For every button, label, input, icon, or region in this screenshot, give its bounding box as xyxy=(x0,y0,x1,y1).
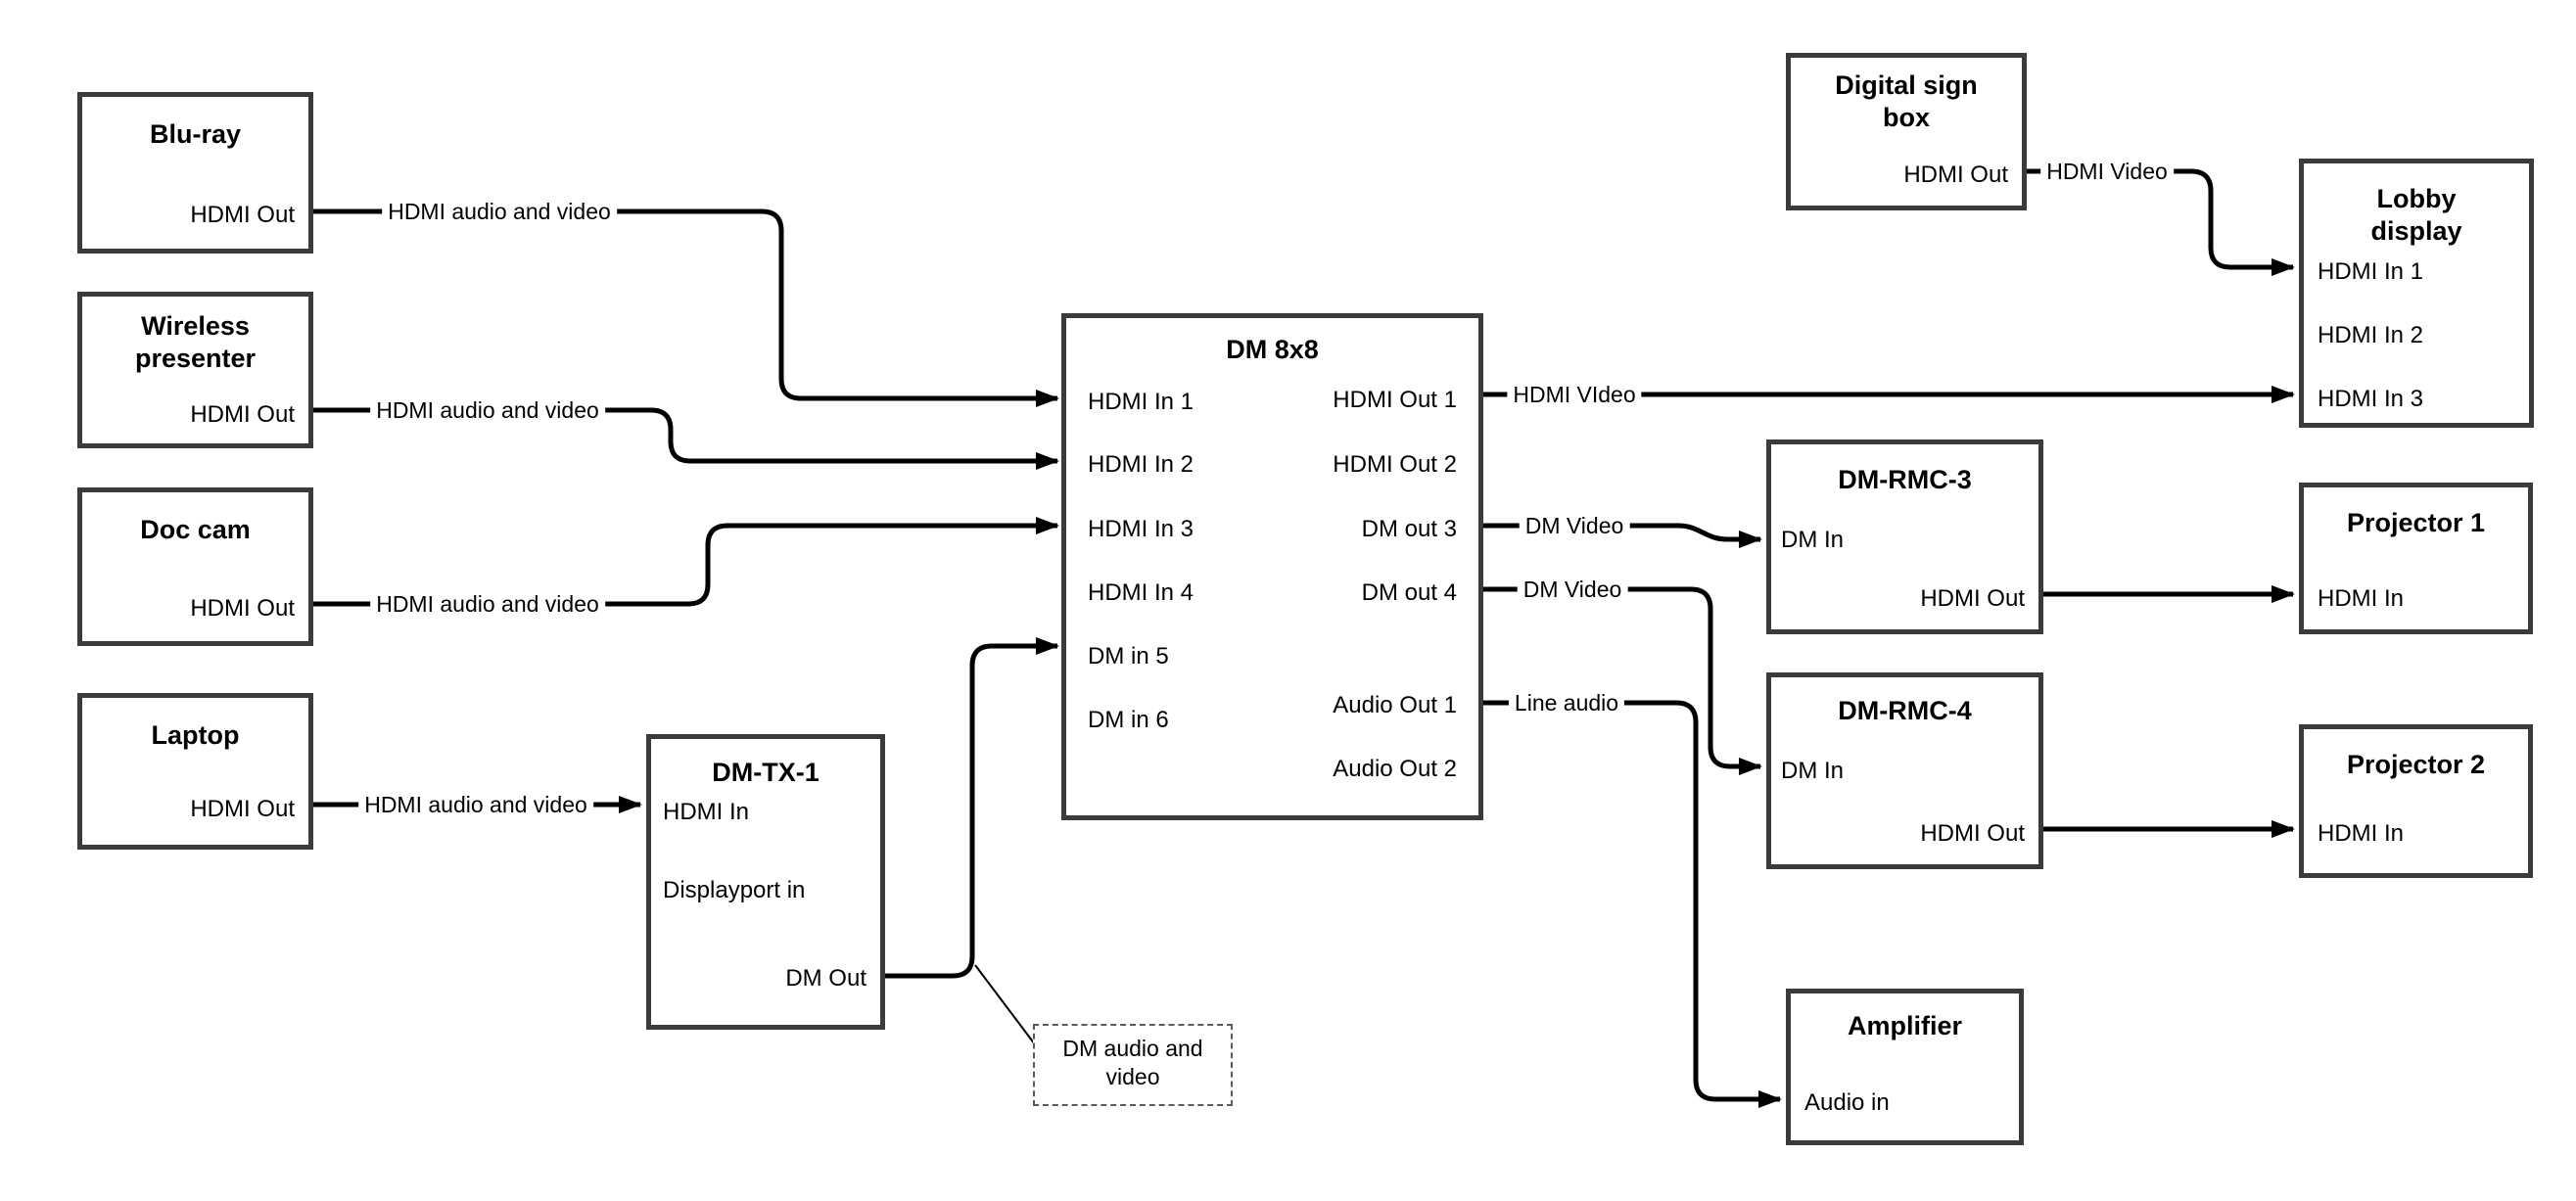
connector-dm8x8-out3-to-rmc3 xyxy=(1483,523,1762,548)
port-hdmi-out: HDMI Out xyxy=(190,401,295,428)
device-box-projector-2: Projector 2 HDMI In xyxy=(2299,724,2533,878)
connector-sign-to-lobby-in1 xyxy=(2027,168,2295,276)
box-title: Lobby display xyxy=(2370,184,2462,246)
device-box-amplifier: Amplifier Audio in xyxy=(1786,989,2024,1145)
port-hdmi-in-2: HDMI In 2 xyxy=(2318,322,2424,348)
port-dm-in-5: DM in 5 xyxy=(1088,643,1169,670)
port-dm-out-4: DM out 4 xyxy=(1361,579,1457,606)
connection-label-doccam: HDMI audio and video xyxy=(370,590,605,618)
box-title: Doc cam xyxy=(140,515,251,544)
box-title: Wireless presenter xyxy=(134,311,257,373)
connector-doccam-to-dm8x8-in3 xyxy=(313,517,1059,607)
connection-label-wireless: HDMI audio and video xyxy=(370,396,605,424)
box-title: DM-RMC-3 xyxy=(1838,465,1972,494)
connection-label-dm-video-3: DM Video xyxy=(1519,512,1630,539)
port-hdmi-out: HDMI Out xyxy=(1920,820,2025,847)
connection-label-laptop: HDMI audio and video xyxy=(358,791,593,818)
port-hdmi-in: HDMI In xyxy=(2318,585,2405,612)
port-hdmi-in-2: HDMI In 2 xyxy=(1088,451,1194,478)
port-hdmi-in: HDMI In xyxy=(2318,820,2405,847)
connector-bluray-to-dm8x8-in1 xyxy=(313,208,1059,407)
box-title: DM 8x8 xyxy=(1226,335,1319,364)
connection-label-bluray: HDMI audio and video xyxy=(382,198,617,225)
port-audio-out-1: Audio Out 1 xyxy=(1333,692,1457,718)
port-hdmi-in-1: HDMI In 1 xyxy=(1088,389,1194,415)
box-title: Digital sign box xyxy=(1835,70,1978,132)
port-hdmi-out: HDMI Out xyxy=(190,796,295,822)
box-title: DM-RMC-4 xyxy=(1838,696,1972,725)
connection-label-hdmi-video-long: HDMI VIdeo xyxy=(1507,381,1642,408)
port-dm-in: DM In xyxy=(1781,527,1845,553)
box-title: DM-TX-1 xyxy=(712,758,820,787)
port-hdmi-in-1: HDMI In 1 xyxy=(2318,258,2424,285)
connector-dmtx1-to-dm8x8-in5 xyxy=(885,637,1059,979)
port-hdmi-in-3: HDMI In 3 xyxy=(1088,516,1194,542)
port-hdmi-out-2: HDMI Out 2 xyxy=(1333,451,1457,478)
port-displayport-in: Displayport in xyxy=(663,877,806,903)
connector-wireless-to-dm8x8-in2 xyxy=(313,407,1059,470)
port-dm-out: DM Out xyxy=(785,965,866,992)
port-hdmi-out: HDMI Out xyxy=(190,202,295,228)
port-hdmi-out: HDMI Out xyxy=(190,595,295,622)
device-box-projector-1: Projector 1 HDMI In xyxy=(2299,483,2533,634)
box-title: Projector 2 xyxy=(2346,750,2486,779)
port-dm-out-3: DM out 3 xyxy=(1361,516,1457,542)
box-title: Blu-ray xyxy=(149,119,242,149)
connection-label-dm-video-4: DM Video xyxy=(1517,576,1628,603)
connector-dm8x8-out4-to-rmc4 xyxy=(1483,586,1762,775)
connection-label-sign-video: HDMI Video xyxy=(2040,158,2174,185)
port-hdmi-in: HDMI In xyxy=(663,799,750,825)
port-hdmi-out-1: HDMI Out 1 xyxy=(1333,387,1457,413)
device-box-lobby-display: Lobby display HDMI In 1 HDMI In 2 HDMI I… xyxy=(2299,159,2534,428)
port-dm-in-6: DM in 6 xyxy=(1088,707,1169,733)
port-dm-in: DM In xyxy=(1781,758,1845,784)
port-hdmi-out: HDMI Out xyxy=(1920,585,2025,612)
device-box-wireless-presenter: Wireless presenter HDMI Out xyxy=(77,292,313,448)
port-audio-in: Audio in xyxy=(1804,1089,1890,1116)
device-box-doc-cam: Doc cam HDMI Out xyxy=(77,487,313,646)
box-title: Laptop xyxy=(151,720,240,750)
note-leader-line xyxy=(974,964,1036,1045)
port-hdmi-in-3: HDMI In 3 xyxy=(2318,386,2424,412)
port-hdmi-in-4: HDMI In 4 xyxy=(1088,579,1194,606)
port-audio-out-2: Audio Out 2 xyxy=(1333,756,1457,782)
device-box-dm-tx-1: DM-TX-1 HDMI In Displayport in DM Out xyxy=(646,734,885,1030)
device-box-bluray: Blu-ray HDMI Out xyxy=(77,92,313,254)
device-box-laptop: Laptop HDMI Out xyxy=(77,693,313,850)
connector-dm8x8-audio1-to-amplifier xyxy=(1483,700,1782,1108)
box-title: Projector 1 xyxy=(2346,508,2486,537)
port-hdmi-out: HDMI Out xyxy=(1903,162,2008,188)
device-box-dm-rmc-3: DM-RMC-3 DM In HDMI Out xyxy=(1766,439,2043,634)
box-title: Amplifier xyxy=(1847,1011,1963,1040)
annotation-note-dm-audio-video: DM audio and video xyxy=(1033,1024,1233,1106)
connection-label-line-audio: Line audio xyxy=(1508,689,1625,716)
device-box-dm-8x8: DM 8x8 HDMI In 1 HDMI In 2 HDMI In 3 HDM… xyxy=(1061,313,1483,820)
device-box-digital-sign: Digital sign box HDMI Out xyxy=(1786,53,2027,210)
device-box-dm-rmc-4: DM-RMC-4 DM In HDMI Out xyxy=(1766,672,2043,869)
